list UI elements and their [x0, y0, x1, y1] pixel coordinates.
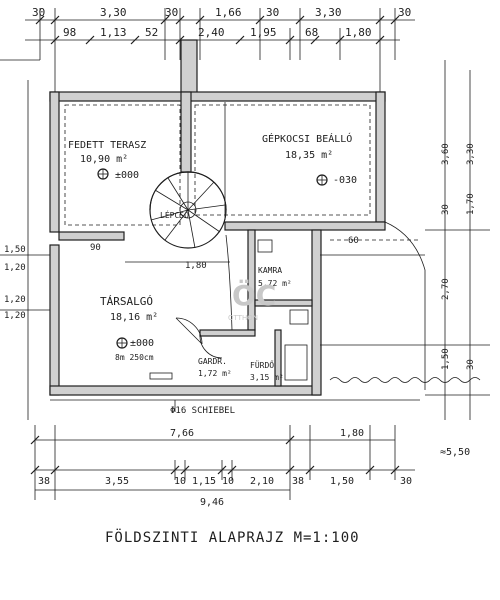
dim-top-4: 1,66: [215, 6, 242, 19]
fireplace-box: [149, 372, 173, 380]
dim-bottom-8: 1,50: [330, 476, 354, 487]
spiral-stair: [149, 171, 233, 331]
living-area: 18,16 m²: [110, 312, 158, 323]
bottom-dimension-lines: [30, 425, 415, 500]
terrace-name: FEDETT TERASZ: [68, 140, 146, 151]
dim-top-2: 3,30: [100, 6, 127, 19]
wardrobe-name: GARDR.: [198, 357, 227, 366]
dim-top2-6: 68: [305, 26, 318, 39]
dim-right-5: 2,70: [441, 278, 451, 300]
garage-name: GÉPKOCSI BEÁLLÓ: [262, 132, 352, 145]
pantry-name: KAMRA: [258, 266, 282, 275]
garage-curve: [384, 221, 426, 390]
living-level: ±000: [130, 338, 154, 349]
dim-right-2: 3,30: [466, 143, 476, 165]
dim-180-interior: 1,80: [185, 261, 207, 271]
svg-text:ÖC: ÖC: [232, 278, 276, 312]
dim-bottom-7: 38: [292, 476, 304, 487]
sink: [289, 309, 309, 325]
base-note: Φ16 SCHIEBEL: [170, 406, 235, 416]
bathtub: [284, 344, 308, 381]
dim-bottom-4: 1,15: [192, 476, 216, 487]
top-dimension-texts: 30 3,30 30 1,66 30 3,30 30 98 1,13 52 2,…: [32, 6, 411, 39]
dim-top2-2: 1,13: [100, 26, 127, 39]
door-swings: [175, 317, 223, 359]
chimney-wall: [180, 39, 198, 96]
dim-top-1: 30: [32, 6, 45, 19]
dim-bottom-sub: 9,46: [200, 497, 224, 508]
dim-top-5: 30: [266, 6, 279, 19]
right-dimension-lines: [425, 60, 490, 420]
living-name: TÁRSALGÓ: [100, 295, 153, 308]
pantry-shelf: [257, 239, 273, 253]
bath-name: FÜRDŐ: [250, 360, 274, 370]
dim-bottom-6: 2,10: [250, 476, 274, 487]
right-dimension-texts: 3,60 3,30 30 1,70 2,70 1,50 30: [441, 143, 476, 370]
dim-bottom-9: 30: [400, 476, 412, 487]
dim-right-7: 30: [466, 359, 476, 370]
pantry-area: 5,72 m²: [258, 279, 292, 288]
dim-top2-4: 2,40: [198, 26, 225, 39]
dim-top-3: 30: [165, 6, 178, 19]
outer-walls: [49, 91, 386, 396]
dim-bottom-3: 10: [174, 476, 186, 487]
terrain-hatch: [329, 377, 481, 383]
dim-top2-3: 52: [145, 26, 158, 39]
dim-right-3: 30: [441, 204, 451, 215]
dim-top2-1: 98: [63, 26, 76, 39]
dim-90-interior: 90: [90, 243, 101, 253]
level-markers: [97, 168, 328, 349]
terrace-level: ±000: [115, 170, 139, 181]
top-dimension-lines: [25, 8, 415, 95]
watermark-logo: ÖC OTTHON: [228, 278, 276, 322]
dim-left-1: 1,50: [4, 245, 26, 255]
dim-top-7: 30: [398, 6, 411, 19]
left-dimension-lines: [0, 59, 50, 420]
dim-right-4: 1,70: [466, 193, 476, 215]
bath-area: 3,15 m²: [250, 373, 284, 382]
dim-bottom-total: 7,66: [170, 428, 194, 439]
dim-bottom-1: 38: [38, 476, 50, 487]
bottom-dimension-texts: 7,66 1,80 ≈5,50 38 3,55 10 1,15 10 2,10 …: [38, 428, 470, 508]
dim-left-4: 1,20: [4, 311, 26, 321]
dim-bottom-overall: ≈5,50: [440, 447, 470, 458]
dim-bottom-topright: 1,80: [340, 428, 364, 439]
dim-left-3: 1,20: [4, 295, 26, 305]
dim-top-6: 3,30: [315, 6, 342, 19]
left-dimension-texts: 1,50 1,20 1,20 1,20: [4, 245, 26, 321]
dim-top2-7: 1,80: [345, 26, 372, 39]
garage-level: -030: [333, 175, 357, 186]
dim-bottom-5: 10: [222, 476, 234, 487]
dim-bottom-2: 3,55: [105, 476, 129, 487]
stair-label: LÉPCSŐ: [160, 209, 189, 220]
svg-text:OTTHON: OTTHON: [228, 314, 258, 322]
terrace-area: 10,90 m²: [80, 154, 128, 165]
dim-top2-5: 1,95: [250, 26, 277, 39]
wardrobe-area: 1,72 m²: [198, 369, 232, 378]
garage-area: 18,35 m²: [285, 150, 333, 161]
dim-right-1: 3,60: [441, 143, 451, 165]
dim-60-interior: 60: [348, 236, 359, 246]
dim-right-6: 1,50: [441, 348, 451, 370]
fireplace-note: 8m 250cm: [115, 353, 154, 362]
room-labels: FEDETT TERASZ 10,90 m² ±000 GÉPKOCSI BEÁ…: [68, 132, 357, 382]
plan-title: FÖLDSZINTI ALAPRAJZ M=1:100: [105, 528, 360, 546]
dim-left-2: 1,20: [4, 263, 26, 273]
